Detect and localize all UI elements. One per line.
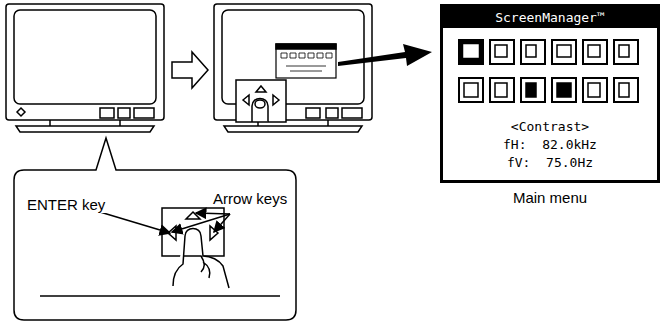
menu-text: fH: 82.0kHz: [503, 136, 597, 154]
menu-text: <Contrast>: [511, 118, 589, 136]
menu-text: fV: 75.0Hz: [507, 154, 593, 172]
callout-bubble: [14, 138, 296, 320]
menu-icons: [455, 34, 645, 114]
menu-screen: ScreenManager™ <Contrast>fH: 82.0kHzfV: 7…: [440, 4, 660, 183]
caption: Main menu: [512, 189, 588, 206]
sequence-arrow: [172, 52, 208, 88]
menu-title: ScreenManager™: [443, 7, 657, 28]
monitor: [6, 4, 164, 132]
key-label: Arrow keys: [212, 190, 288, 207]
zoom-inset: [236, 80, 286, 122]
pointer-arrow: [338, 44, 432, 66]
key-label: ENTER key: [26, 196, 106, 213]
monitor: [214, 4, 372, 132]
